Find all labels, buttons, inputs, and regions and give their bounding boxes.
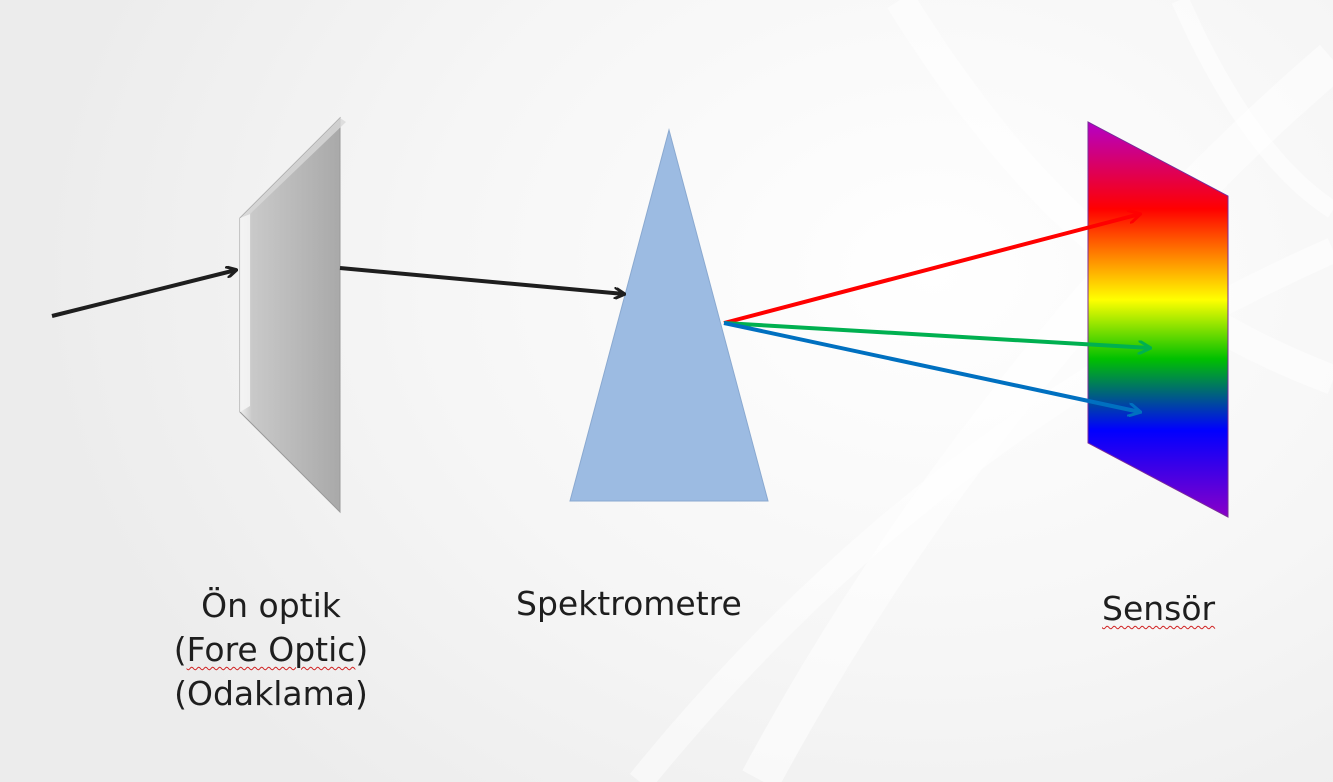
spectrometer-label: Spektrometre <box>516 584 742 623</box>
blue-ray-arrow <box>723 321 1140 412</box>
fore-optic-label: Ön optik (Fore Optic) (Odaklama) <box>146 584 396 716</box>
sensor-label: Sensör <box>1102 587 1215 631</box>
sensor-panel <box>1087 121 1229 518</box>
optic-to-prism-arrow <box>339 266 624 294</box>
fore-optic-label-line2: (Fore Optic) <box>173 630 369 669</box>
red-ray-arrow <box>723 214 1140 325</box>
sensor-label-text: Sensör <box>1102 589 1216 628</box>
fore-optic-plate <box>239 116 346 514</box>
fore-optic-label-line3: (Odaklama) <box>174 674 368 713</box>
background-streaks <box>629 0 1333 782</box>
green-ray-arrow <box>723 321 1150 348</box>
input-ray-arrow <box>51 270 236 318</box>
fore-optic-label-line2-text: Fore Optic <box>186 630 356 669</box>
spectrometer-prism <box>569 128 769 502</box>
fore-optic-label-line1: Ön optik <box>201 586 341 625</box>
